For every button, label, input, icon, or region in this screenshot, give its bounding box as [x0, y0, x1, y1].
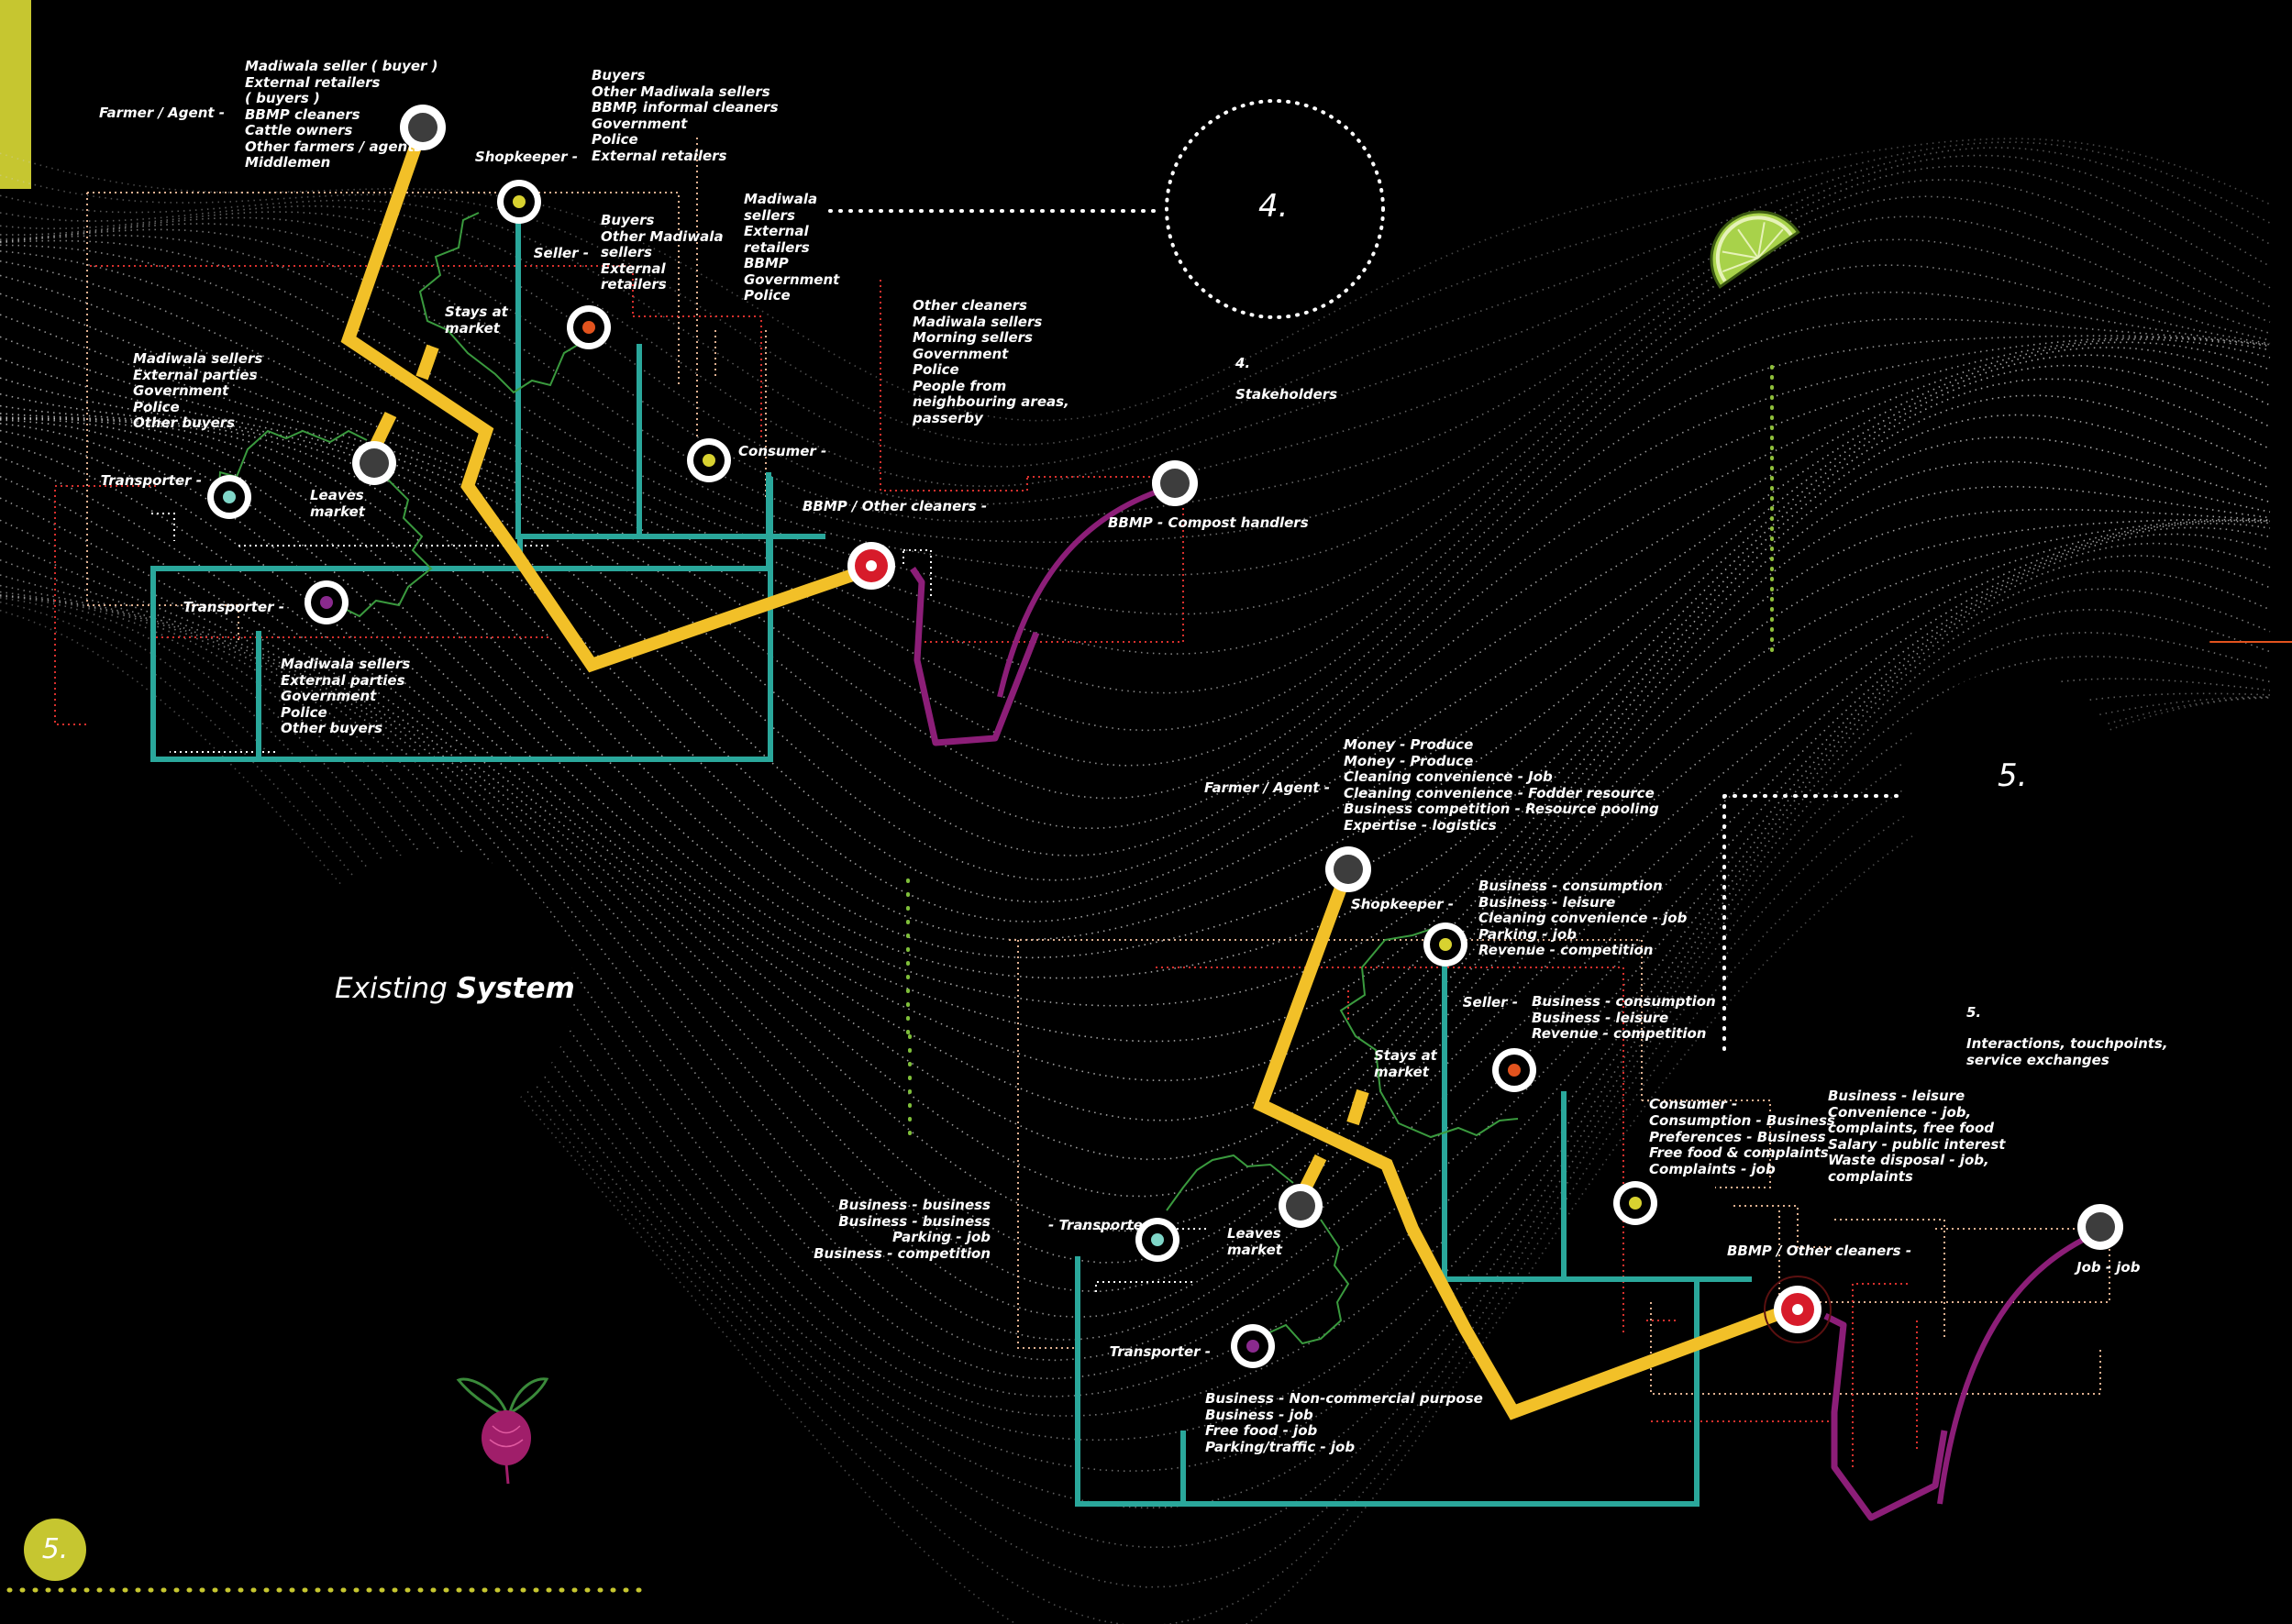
bottom-role-stays: Stays at market — [1374, 1047, 1437, 1080]
wave-line — [0, 260, 2271, 767]
node-bottom-leaves[interactable] — [1279, 1184, 1323, 1228]
bottom-map-routes — [1009, 878, 2110, 1521]
top-list-transporter-1: Madiwala sellers External parties Govern… — [133, 350, 263, 431]
wave-line — [0, 154, 2271, 488]
wave-line — [0, 429, 2271, 1198]
node-bottom-bbmp[interactable] — [1764, 1276, 1832, 1343]
dotted-wave-background — [0, 138, 2271, 1624]
bottom-list-bbmp: Business - leisure Convenience - job, co… — [1828, 1088, 2006, 1185]
top-role-shopkeeper: Shopkeeper - — [474, 149, 578, 165]
page-number-badge: 5. — [24, 1519, 86, 1581]
top-list-consumer: Madiwala sellers External retailers BBMP… — [744, 191, 840, 304]
top-list-shopkeeper: Buyers Other Madiwala sellers BBMP, info… — [592, 67, 779, 164]
connector-5 — [1722, 794, 1905, 1056]
top-role-consumer: Consumer - — [738, 443, 827, 459]
node-bottom-consumer[interactable] — [1613, 1181, 1657, 1225]
bottom-role-seller: Seller - — [1462, 994, 1518, 1011]
wave-line — [0, 475, 2271, 1293]
node-top-transporter-1[interactable] — [207, 475, 251, 519]
top-list-seller: Buyers Other Madiwala sellers External r… — [601, 212, 724, 293]
section-4-ring — [1165, 99, 1385, 319]
top-map-routes — [54, 126, 1184, 762]
top-role-seller: Seller - — [533, 245, 589, 261]
bottom-role-leaves: Leaves market — [1227, 1225, 1282, 1258]
wave-line — [0, 314, 2271, 856]
bottom-role-farmer: Farmer / Agent - — [1204, 779, 1330, 796]
top-role-stays: Stays at market — [445, 304, 508, 337]
wave-line — [0, 594, 2271, 1509]
title-plain: Existing — [335, 972, 457, 1005]
wave-line — [0, 423, 2271, 1161]
node-bottom-seller[interactable] — [1492, 1048, 1536, 1092]
bottom-role-transporter-1: - Transporter — [1048, 1217, 1150, 1233]
node-bottom-shopkeeper[interactable] — [1423, 922, 1467, 967]
node-bottom-transporter-2[interactable] — [1231, 1324, 1275, 1368]
side-accent-bar — [0, 0, 31, 189]
top-role-bbmp: BBMP / Other cleaners - — [803, 498, 988, 514]
wave-line — [0, 244, 2271, 694]
node-top-compost[interactable] — [1152, 460, 1198, 506]
bottom-list-consumer: Consumption - Business Preferences - Bus… — [1649, 1112, 1835, 1177]
bottom-role-transporter-2: Transporter - — [1109, 1343, 1211, 1360]
section-5-note-title: Interactions, touchpoints, service excha… — [1966, 1035, 2168, 1068]
node-bottom-job[interactable] — [2077, 1204, 2123, 1250]
node-top-consumer[interactable] — [687, 438, 731, 482]
section-4-note-number: 4. — [1235, 355, 1251, 371]
top-list-bbmp: Other cleaners Madiwala sellers Morning … — [913, 297, 1069, 426]
wave-line — [0, 147, 2271, 468]
top-list-farmer: Madiwala seller ( buyer ) External retai… — [245, 58, 438, 171]
beetroot-icon — [456, 1377, 549, 1485]
bottom-list-transporter-1: Business - business Business - business … — [814, 1197, 991, 1262]
node-top-transporter-2[interactable] — [304, 580, 349, 624]
bottom-list-farmer: Money - Produce Money - Produce Cleaning… — [1344, 736, 1659, 834]
bottom-list-seller: Business - consumption Business - leisur… — [1532, 993, 1716, 1042]
wave-line — [0, 574, 2271, 1398]
title-bold: System — [456, 972, 575, 1005]
top-role-transporter-2: Transporter - — [183, 599, 284, 615]
section-5-disc — [1901, 671, 2121, 888]
node-bottom-farmer[interactable] — [1325, 846, 1371, 892]
top-role-farmer: Farmer / Agent - — [99, 105, 225, 121]
wave-line — [0, 239, 2271, 656]
wave-line — [0, 591, 2271, 1442]
bottom-role-job: Job - job — [2076, 1259, 2141, 1276]
node-top-shopkeeper[interactable] — [497, 180, 541, 224]
wave-line — [0, 165, 2271, 505]
wave-line — [0, 597, 2271, 1588]
bottom-role-consumer: Consumer - — [1649, 1096, 1738, 1112]
section-5-number: 5. — [1998, 757, 2028, 794]
wave-line — [0, 419, 2271, 1121]
wave-line — [0, 354, 2271, 903]
section-5-note-number: 5. — [1966, 1004, 1982, 1021]
bottom-role-shopkeeper: Shopkeeper - — [1350, 896, 1454, 912]
wave-line — [0, 457, 2271, 1264]
bottom-list-shopkeeper: Business - consumption Business - leisur… — [1478, 878, 1688, 958]
wave-line — [0, 234, 2271, 615]
existing-system-title: Existing System — [335, 972, 575, 1005]
node-bottom-transporter-1[interactable] — [1135, 1218, 1179, 1262]
wave-line — [0, 138, 2271, 422]
wave-line — [0, 558, 2271, 1380]
node-top-seller[interactable] — [567, 305, 611, 349]
section-4-note-title: Stakeholders — [1235, 386, 1338, 403]
lime-slice-icon — [1710, 210, 1800, 289]
top-role-compost: BBMP - Compost handlers — [1108, 514, 1309, 531]
top-list-transporter-2: Madiwala sellers External parties Govern… — [281, 656, 411, 736]
node-top-bbmp[interactable] — [847, 542, 895, 590]
wave-line — [0, 418, 2271, 1082]
wave-line — [0, 416, 2271, 1007]
wave-line — [0, 141, 2271, 446]
bottom-role-bbmp: BBMP / Other cleaners - — [1727, 1243, 1912, 1259]
existing-system-disc — [298, 851, 573, 1126]
top-role-transporter-1: Transporter - — [100, 472, 202, 489]
node-top-farmer[interactable] — [400, 105, 446, 150]
node-top-leaves[interactable] — [352, 441, 396, 485]
bottom-list-transporter-2: Business - Non-commercial purpose Busine… — [1205, 1390, 1483, 1455]
section-4-number: 4. — [1258, 188, 1289, 225]
top-role-leaves: Leaves market — [310, 487, 365, 520]
